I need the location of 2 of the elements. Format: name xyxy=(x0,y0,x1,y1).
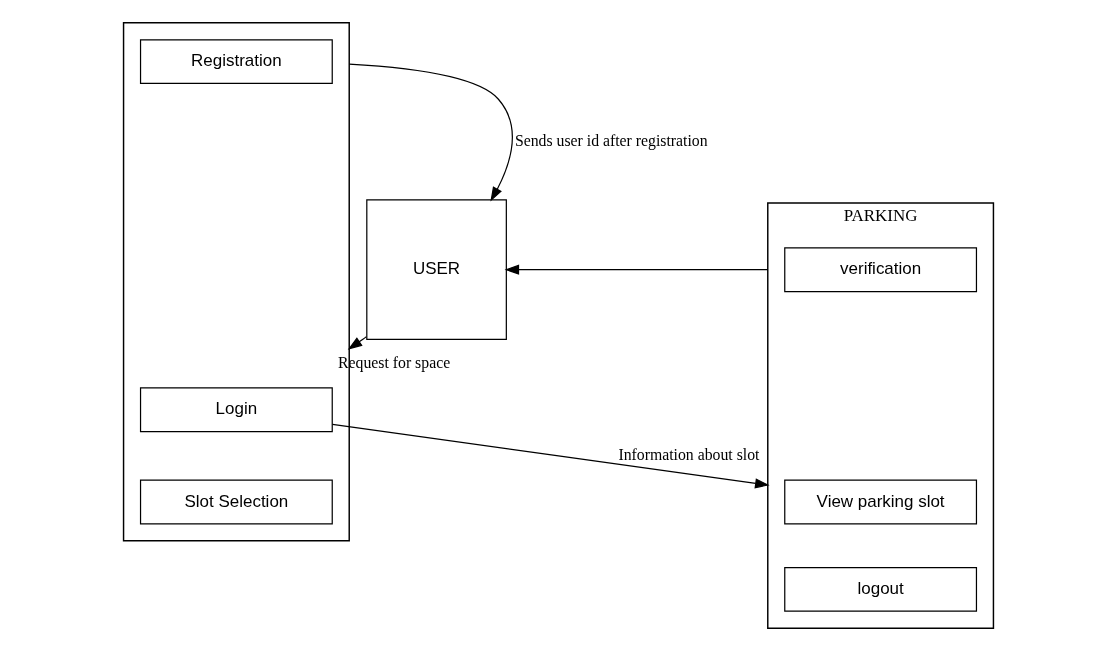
edge-label: Information about slot xyxy=(618,446,760,464)
edge-label: Sends user id after registration xyxy=(514,131,708,149)
